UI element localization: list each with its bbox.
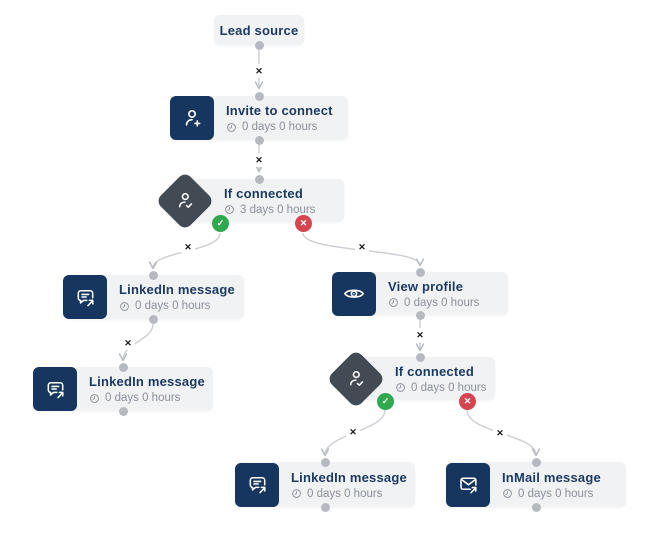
node-linkedin-message-3[interactable]: LinkedIn message 0 days 0 hours [235,457,415,512]
yes-branch-port[interactable]: ✓ [377,393,394,410]
delay-text: 0 days 0 hours [411,381,487,394]
remove-connector-button[interactable]: ✕ [355,240,369,254]
input-port-dot[interactable] [254,91,264,101]
node-title: If connected [395,363,474,379]
delay-row: 0 days 0 hours [226,121,333,133]
input-port-dot[interactable] [415,267,425,277]
node-title: If connected [224,185,303,201]
no-branch-port[interactable]: ✕ [295,215,312,232]
clock-icon [90,393,99,403]
input-port-dot[interactable] [415,352,425,362]
delay-text: 3 days 0 hours [240,203,316,216]
output-port-dot[interactable] [254,135,264,145]
output-port-dot[interactable] [531,502,541,512]
output-port-dot[interactable] [415,310,425,320]
node-title: InMail message [502,469,601,485]
envelope-arrow-icon [446,462,490,507]
remove-connector-button[interactable]: ✕ [346,425,360,439]
input-port-dot[interactable] [254,174,264,184]
delay-row: 0 days 0 hours [89,392,205,404]
delay-text: 0 days 0 hours [518,487,594,500]
node-linkedin-message-2[interactable]: LinkedIn message 0 days 0 hours [33,362,213,416]
clock-icon [120,301,129,311]
delay-row: 0 days 0 hours [395,382,486,394]
message-arrow-icon [33,367,77,411]
delay-row: 0 days 0 hours [502,488,601,500]
delay-text: 0 days 0 hours [242,121,318,133]
node-title: Lead source [219,22,299,38]
output-port-dot[interactable] [149,314,158,324]
node-view-profile[interactable]: View profile 0 days 0 hours [332,267,508,320]
delay-row: 0 days 0 hours [291,488,407,500]
node-if-connected-1[interactable]: If connected 3 days 0 hours ✓ ✕ [155,170,344,232]
clock-icon [227,122,236,132]
remove-connector-button[interactable]: ✕ [252,64,266,78]
delay-text: 0 days 0 hours [135,300,211,312]
input-port-dot[interactable] [531,457,541,467]
clock-icon [225,205,234,214]
remove-connector-button[interactable]: ✕ [181,240,195,254]
input-port-dot[interactable] [118,362,128,372]
clock-icon [503,489,512,498]
delay-text: 0 days 0 hours [404,296,480,309]
person-plus-icon [170,96,214,140]
eye-icon [332,271,376,316]
no-branch-port[interactable]: ✕ [459,393,476,410]
input-port-dot[interactable] [320,457,330,467]
delay-text: 0 days 0 hours [307,487,383,500]
yes-branch-port[interactable]: ✓ [212,215,229,232]
remove-connector-button[interactable]: ✕ [413,328,427,342]
node-title: LinkedIn message [119,282,235,297]
message-arrow-icon [63,275,107,319]
node-lead-source[interactable]: Lead source [214,15,304,50]
node-title: Invite to connect [226,103,333,118]
node-title: View profile [388,278,464,294]
node-linkedin-message-1[interactable]: LinkedIn message 0 days 0 hours [63,270,244,324]
delay-row: 3 days 0 hours [224,204,315,216]
clock-icon [292,489,301,498]
person-check-icon [155,170,215,231]
node-inmail-message[interactable]: InMail message 0 days 0 hours [446,457,626,512]
node-title: LinkedIn message [291,469,407,485]
output-port-dot[interactable] [320,502,330,512]
delay-row: 0 days 0 hours [119,300,235,312]
node-if-connected-2[interactable]: If connected 0 days 0 hours ✓ ✕ [326,348,495,410]
remove-connector-button[interactable]: ✕ [252,153,266,167]
remove-connector-button[interactable]: ✕ [121,336,135,350]
output-port-dot[interactable] [118,406,128,416]
clock-icon [389,298,398,307]
clock-icon [396,383,405,392]
delay-row: 0 days 0 hours [388,297,479,309]
input-port-dot[interactable] [149,270,158,280]
output-port-dot[interactable] [254,40,264,50]
person-check-icon [326,348,386,409]
node-invite-to-connect[interactable]: Invite to connect 0 days 0 hours [170,91,348,145]
node-title: LinkedIn message [89,374,205,389]
delay-text: 0 days 0 hours [105,392,181,404]
remove-connector-button[interactable]: ✕ [493,426,507,440]
message-arrow-icon [235,462,279,507]
connector-line [118,323,154,362]
